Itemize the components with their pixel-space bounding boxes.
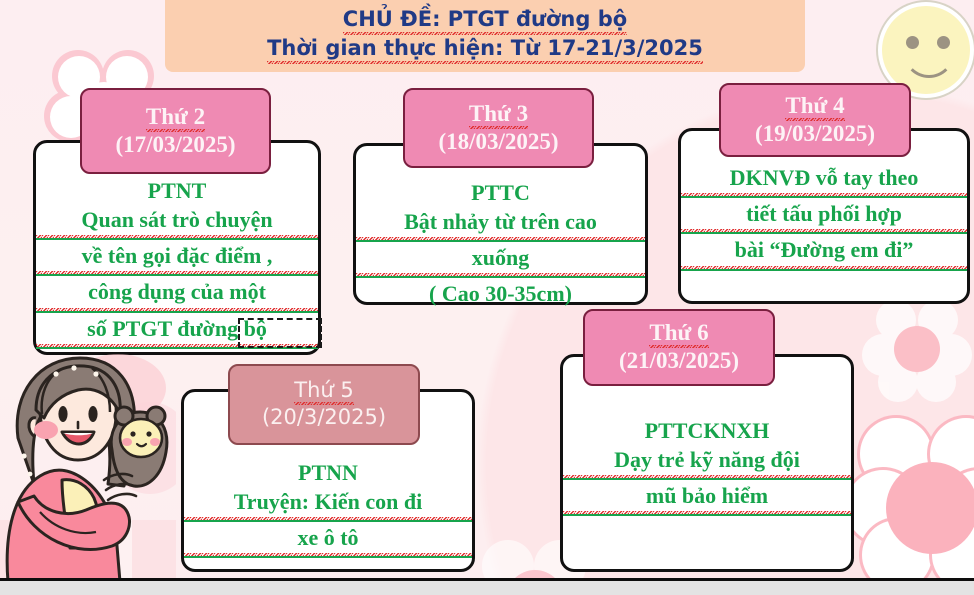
activity-code: PTTCKNXH	[644, 418, 770, 443]
bottom-strip	[0, 578, 974, 595]
textbox-selection-outline	[238, 318, 322, 348]
activity-description-line: công dụng của một	[36, 276, 318, 313]
activity-description-line: Dạy trẻ kỹ năng đội	[563, 443, 851, 481]
activity-description-line: Bật nhảy từ trên cao	[356, 205, 645, 243]
activity-description-line: mũ bảo hiểm	[563, 480, 851, 517]
day-card-thu-3-content: PTTC Bật nhảy từ trên cao xuống ( Cao 30…	[356, 180, 645, 310]
day-label: Thứ 2	[145, 103, 206, 132]
day-date: (19/03/2025)	[754, 120, 876, 146]
day-card-thu-2-content: PTNT Quan sát trò chuyện về tên gọi đặc …	[36, 178, 318, 349]
daisy-flower-icon	[846, 418, 974, 593]
activity-description-line: tiết tấu phối hợp	[681, 198, 967, 235]
topic-period: Thời gian thực hiện: Từ 17-21/3/2025	[267, 36, 703, 64]
daisy-flower-icon	[862, 300, 972, 410]
topic-banner: CHỦ ĐỀ: PTGT đường bộ Thời gian thực hiệ…	[165, 0, 805, 72]
day-header-thu-5[interactable]: Thứ 5 (20/3/2025)	[228, 364, 420, 445]
topic-title: CHỦ ĐỀ: PTGT đường bộ	[342, 8, 628, 35]
activity-description-line: xuống	[356, 242, 645, 279]
day-date: (21/03/2025)	[618, 348, 740, 374]
day-card-thu-4-content: PTTM DKNVĐ vỗ tay theo tiết tấu phối hợp…	[681, 136, 967, 271]
girl-with-hamster-illustration	[0, 354, 176, 582]
activity-description-line: xe ô tô	[184, 522, 472, 559]
activity-description-line: về tên gọi đặc điểm ,	[36, 240, 318, 277]
day-date: (20/3/2025)	[261, 405, 387, 430]
activity-code: PTNT	[147, 178, 207, 203]
day-header-thu-3[interactable]: Thứ 3 (18/03/2025)	[403, 88, 594, 168]
activity-description-line: ( Cao 30-35cm)	[429, 281, 572, 307]
day-label: Thứ 6	[649, 320, 709, 349]
activity-description-line: DKNVĐ vỗ tay theo	[681, 161, 967, 199]
activity-code: PTNN	[298, 460, 358, 485]
activity-description-line: Truyện: Kiến con đi	[184, 485, 472, 523]
day-card-thu-6-content: PTTCKNXH Dạy trẻ kỹ năng đội mũ bảo hiểm	[563, 418, 851, 517]
day-label: Thứ 4	[785, 92, 845, 121]
day-header-thu-4[interactable]: Thứ 4 (19/03/2025)	[719, 83, 911, 157]
activity-description-line: Quan sát trò chuyện	[36, 203, 318, 241]
day-label: Thứ 3	[468, 100, 529, 129]
day-date: (18/03/2025)	[438, 128, 559, 154]
activity-description-line: bài “Đường em đi”	[681, 234, 967, 271]
smiley-face-icon	[878, 2, 974, 98]
day-label: Thứ 5	[294, 379, 354, 406]
day-header-thu-6[interactable]: Thứ 6 (21/03/2025)	[583, 309, 775, 386]
day-date: (17/03/2025)	[115, 131, 236, 157]
activity-code: PTTC	[471, 180, 530, 205]
day-header-thu-2[interactable]: Thứ 2 (17/03/2025)	[80, 88, 271, 174]
day-card-thu-5-content: PTNN Truyện: Kiến con đi xe ô tô	[184, 460, 472, 559]
